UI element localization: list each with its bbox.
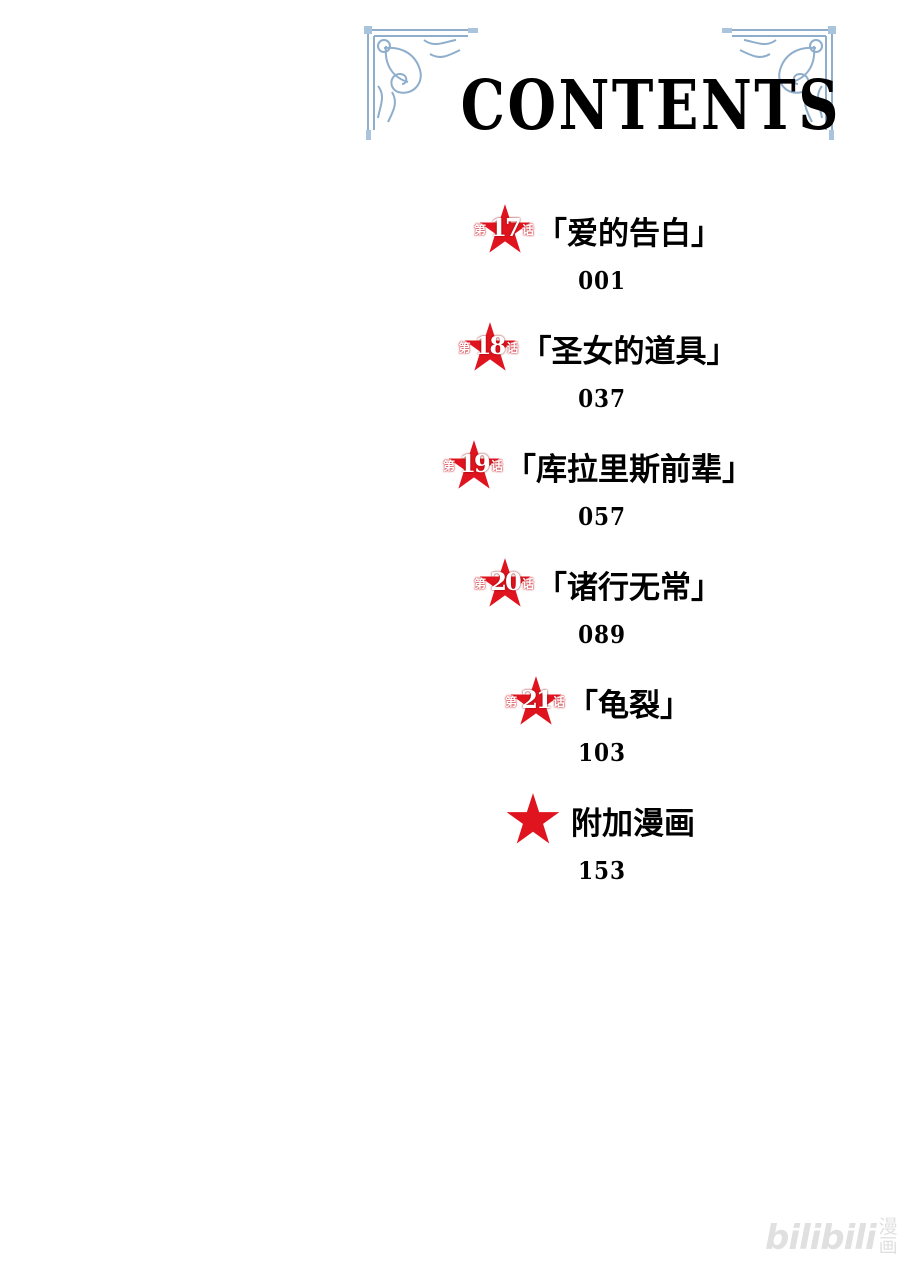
star-icon — [506, 793, 560, 844]
chapter-suffix: 话 — [491, 459, 504, 473]
chapter-prefix: 第 — [505, 695, 518, 709]
chapter-number: 17 — [490, 213, 521, 242]
chapter-prefix: 第 — [458, 341, 471, 355]
chapter-title: 「库拉里斯前辈」 — [505, 451, 753, 488]
corner-ornament-icon — [722, 26, 836, 140]
page-number: 103 — [578, 738, 626, 767]
toc-entry-20[interactable]: 第 20 话 「诸行无常」 089 — [430, 554, 770, 649]
page-number: 037 — [578, 384, 626, 413]
chapter-badge — [505, 793, 561, 847]
chapter-suffix: 话 — [522, 223, 535, 237]
page-number: 057 — [578, 502, 626, 531]
chapter-number: 18 — [474, 331, 506, 360]
page-number: 001 — [578, 266, 626, 295]
toc-entry-bonus[interactable]: 附加漫画 153 — [430, 790, 770, 885]
chapter-badge: 第 21 话 — [505, 675, 566, 729]
chapter-badge: 第 19 话 — [443, 439, 504, 493]
toc-entry-17[interactable]: 第 17 话 「爱的告白」 001 — [430, 200, 770, 295]
toc-entry-21[interactable]: 第 21 话 「龟裂」 103 — [430, 672, 770, 767]
star-icon — [479, 204, 531, 253]
chapter-badge: 第 20 话 — [474, 557, 535, 611]
page-number: 089 — [578, 620, 626, 649]
chapter-badge: 第 18 话 — [459, 321, 519, 375]
chapter-title: 「圣女的道具」 — [520, 333, 738, 370]
chapter-title: 附加漫画 — [571, 805, 695, 842]
chapter-number: 21 — [521, 685, 552, 714]
chapter-suffix: 话 — [522, 577, 535, 591]
toc-entry-19[interactable]: 第 19 话 「库拉里斯前辈」 057 — [430, 436, 770, 531]
chapter-title: 「龟裂」 — [567, 687, 691, 724]
star-icon — [479, 558, 531, 607]
chapter-badge: 第 17 话 — [474, 203, 535, 257]
chapter-prefix: 第 — [443, 459, 456, 473]
page-number: 153 — [578, 856, 626, 885]
watermark-sub-2: 画 — [878, 1235, 898, 1257]
chapter-number: 19 — [459, 449, 490, 478]
chapter-prefix: 第 — [474, 577, 487, 591]
chapter-number: 20 — [490, 567, 521, 596]
chapter-suffix: 话 — [553, 695, 566, 709]
contents-heading: CONTENTS — [460, 66, 841, 146]
bilibili-watermark: bilibili 漫 画 — [765, 1218, 898, 1259]
chapter-prefix: 第 — [474, 223, 487, 237]
watermark-sub: 漫 画 — [879, 1218, 898, 1256]
watermark-brand: bilibili — [765, 1218, 877, 1258]
chapter-title: 「爱的告白」 — [536, 215, 722, 252]
star-icon — [464, 322, 515, 371]
chapter-suffix: 话 — [506, 341, 519, 355]
corner-ornament-icon — [364, 26, 478, 140]
watermark-sub-1: 漫 — [878, 1216, 898, 1238]
toc-entry-18[interactable]: 第 18 话 「圣女的道具」 037 — [430, 318, 770, 413]
star-icon — [448, 440, 500, 489]
chapter-title: 「诸行无常」 — [536, 569, 722, 606]
star-icon — [510, 676, 562, 725]
